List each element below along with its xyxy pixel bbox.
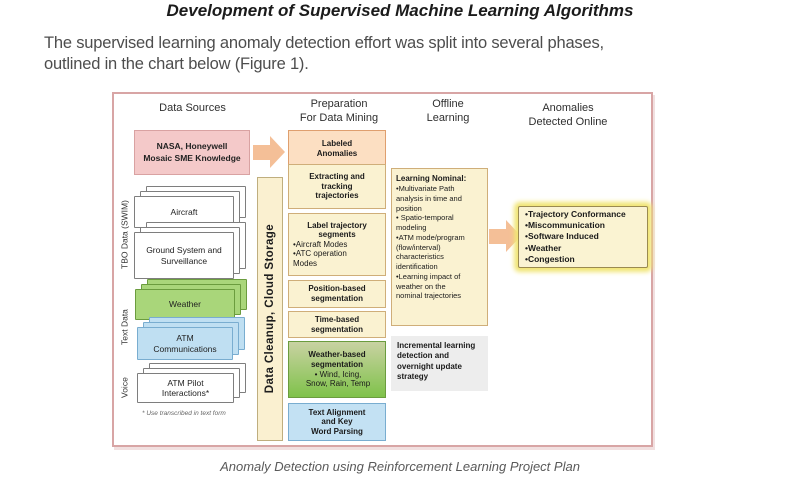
sme-knowledge-box: NASA, Honeywell Mosaic SME Knowledge [134, 130, 250, 175]
flow-arrow-icon [489, 220, 523, 252]
box-labeled-anomalies: Labeled Anomalies [288, 130, 386, 168]
ground-system-label: Ground System and Surveillance [134, 232, 234, 279]
column-header-data-sources: Data Sources [159, 102, 226, 114]
flow-arrow-icon [253, 136, 287, 168]
weather-label: Weather [135, 289, 235, 320]
intro-text: The supervised learning anomaly detectio… [44, 34, 604, 73]
figure-caption: Anomaly Detection using Reinforcement Le… [220, 459, 580, 474]
cloud-bar-label: Data Cleanup, Cloud Storage [264, 224, 276, 394]
footnote: * Use transcribed in text form [142, 410, 226, 417]
atm-communications-label: ATM Communications [137, 327, 233, 360]
box-incremental-learning: Incremental learning detection and overn… [391, 336, 488, 391]
anomalies-list: •Trajectory Conformance •Miscommunicatio… [525, 209, 626, 264]
box-bullets: •Aircraft Modes •ATC operation Modes [293, 239, 348, 268]
box-bullets: • Wind, Icing, Snow, Rain, Temp [305, 369, 371, 389]
box-extracting-trajectories: Extracting and tracking trajectories [288, 164, 386, 209]
arrow-shaft [253, 145, 270, 160]
box-time-segmentation: Time-based segmentation [288, 311, 386, 338]
group-label-text-data: Text Data [119, 309, 130, 345]
column-header-anomalies-online: Anomalies Detected Online [528, 102, 608, 128]
arrow-shaft [489, 229, 506, 244]
data-cleanup-cloud-storage-bar: Data Cleanup, Cloud Storage [257, 177, 283, 441]
arrow-head [506, 220, 521, 252]
box-title: Weather-based segmentation [308, 350, 366, 369]
box-title: Learning Nominal: [396, 174, 467, 183]
box-label-trajectory-segments: Label trajectory segments •Aircraft Mode… [288, 213, 386, 276]
box-learning-nominal: Learning Nominal: •Multivariate Path ana… [391, 168, 488, 326]
figure-1-diagram: Data Sources Preparation For Data Mining… [112, 92, 653, 447]
column-header-offline-learning: Offline Learning [426, 98, 470, 124]
box-anomalies-detected: •Trajectory Conformance •Miscommunicatio… [518, 206, 648, 268]
arrow-head [270, 136, 285, 168]
box-position-segmentation: Position-based segmentation [288, 280, 386, 308]
column-header-preparation: Preparation For Data Mining [299, 98, 379, 124]
box-weather-segmentation: Weather-based segmentation • Wind, Icing… [288, 341, 386, 398]
box-text-alignment-parsing: Text Alignment and Key Word Parsing [288, 403, 386, 441]
box-body: •Multivariate Path analysis in time and … [396, 184, 465, 301]
box-title: Label trajectory segments [307, 220, 367, 240]
atm-pilot-label: ATM Pilot Interactions* [137, 373, 234, 403]
page-title: Development of Supervised Machine Learni… [166, 1, 634, 20]
group-label-voice: Voice [119, 377, 130, 399]
group-label-tbo-data: TBO Data (SWIM) [119, 200, 130, 270]
